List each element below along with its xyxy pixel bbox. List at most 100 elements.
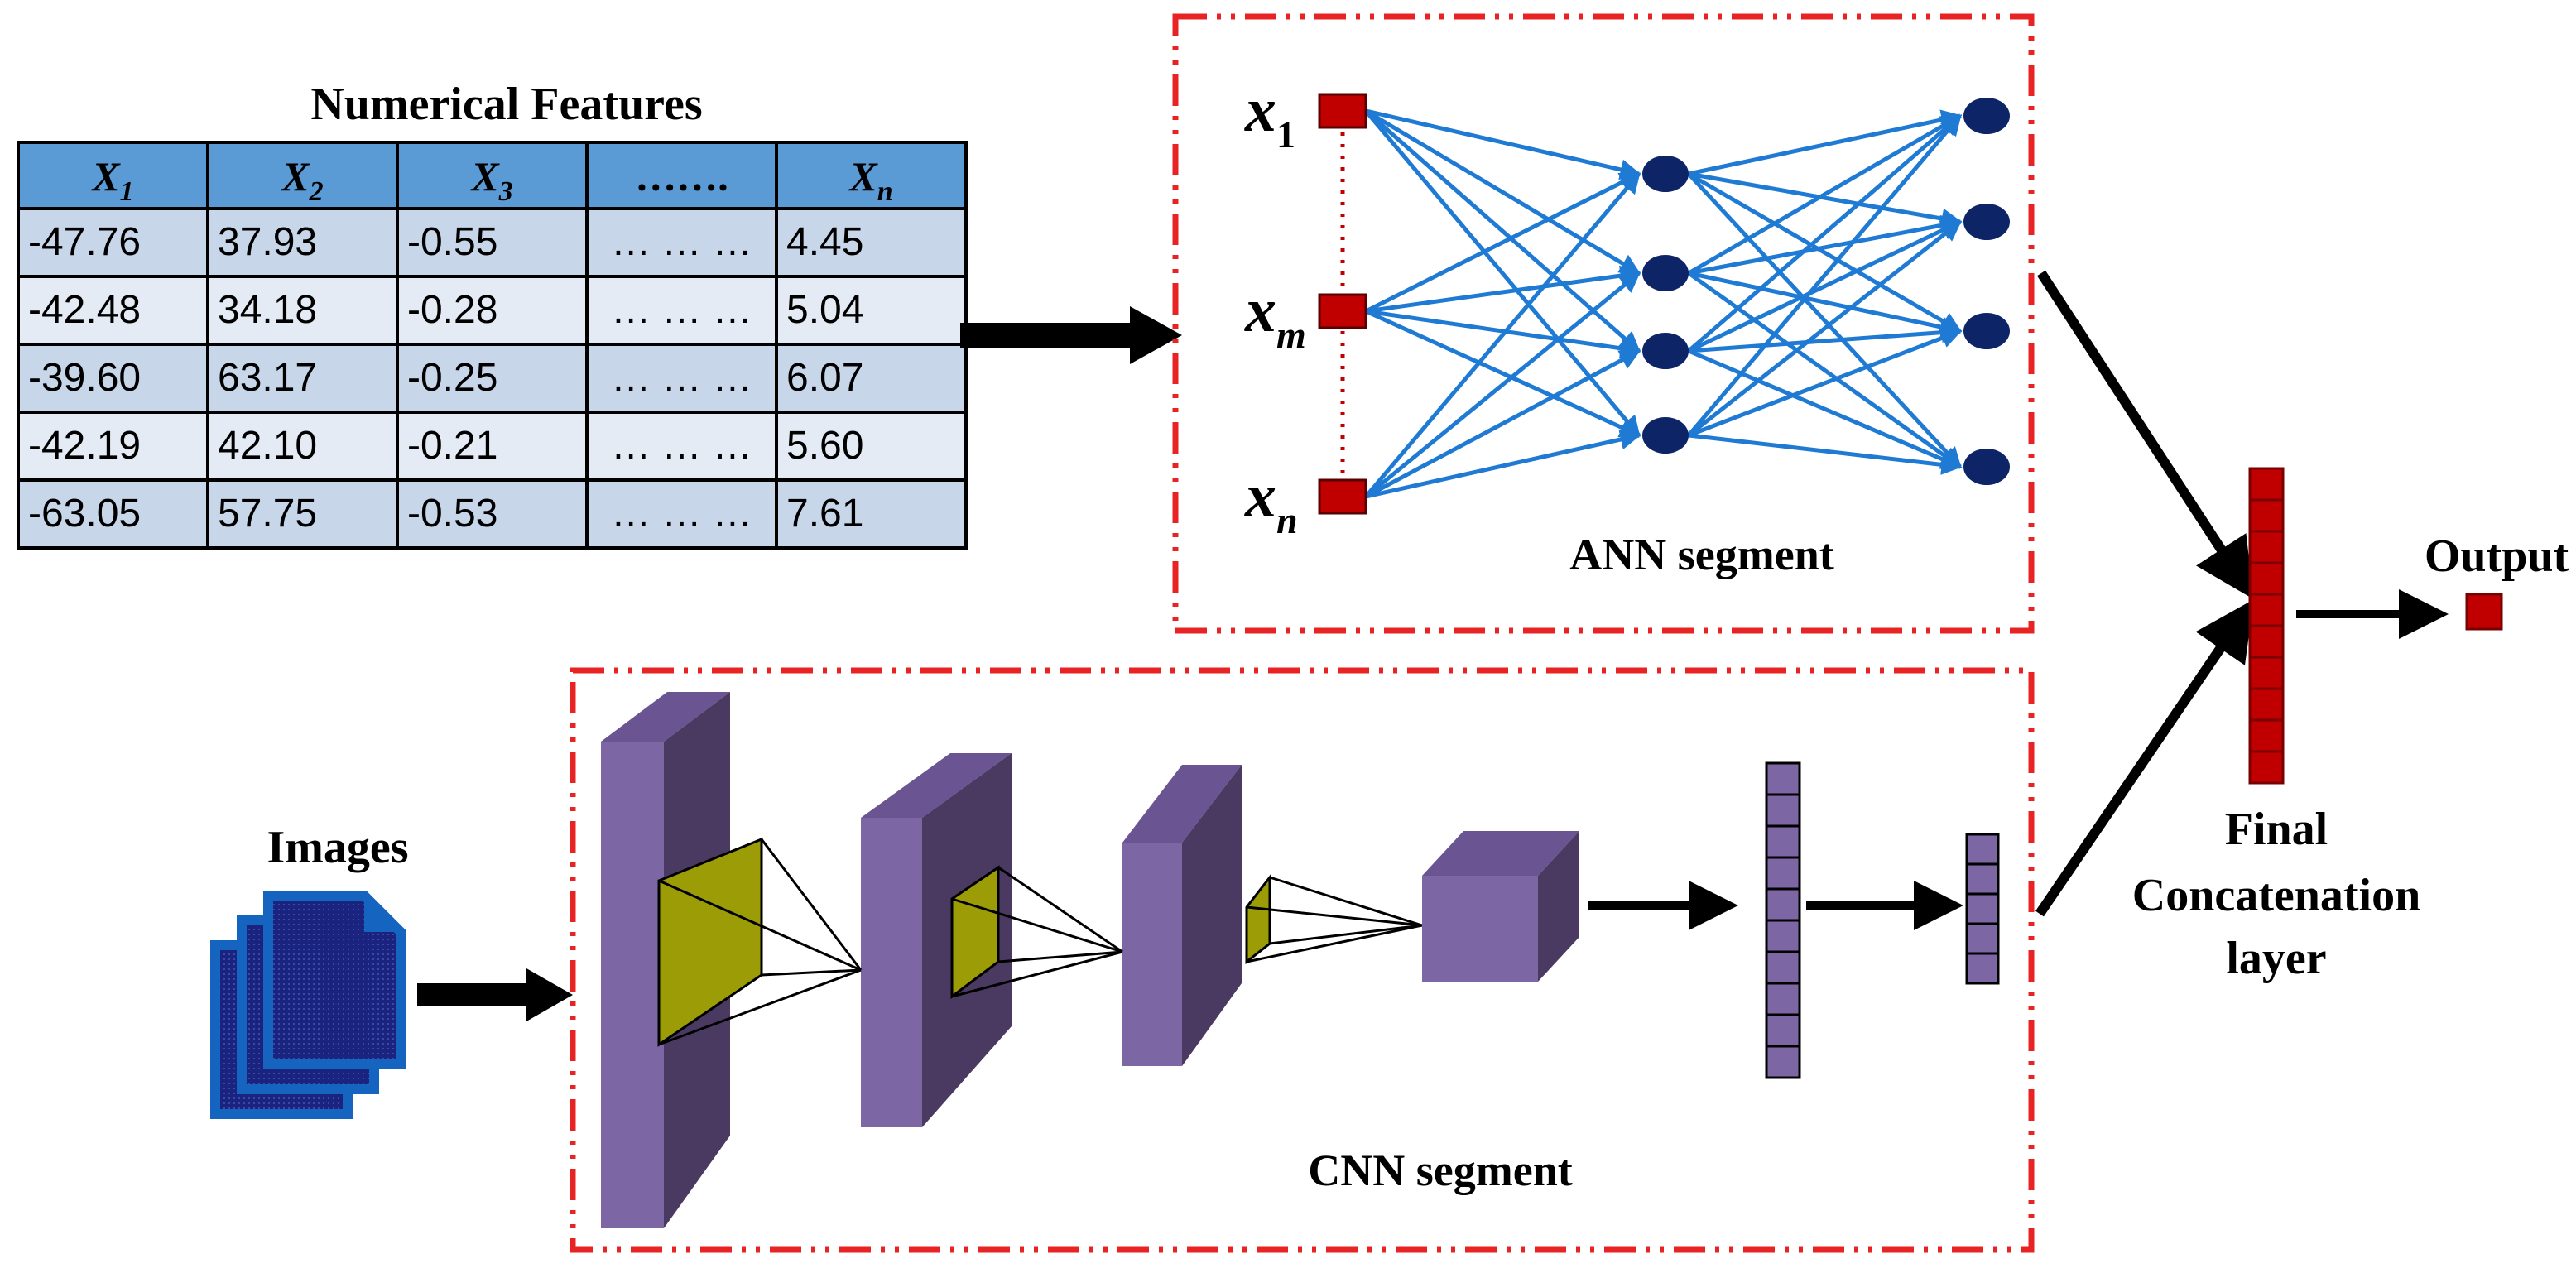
conv-layer-1 — [601, 692, 763, 1228]
table-cell — [585, 343, 778, 414]
ann-edge — [1364, 109, 1641, 437]
table-cell-value: 5.60 — [786, 424, 863, 468]
ann-edge — [1688, 271, 1963, 338]
ann-edge — [1687, 172, 1962, 468]
table-cell-value: -0.28 — [407, 288, 497, 332]
flatten-vector-cell — [1765, 856, 1801, 891]
table-cell-value: 57.75 — [218, 492, 317, 536]
table-header-label: X2 — [280, 153, 323, 207]
table-cell — [206, 207, 399, 278]
table-cell-value: 4.45 — [786, 220, 863, 264]
ann-segment-label: ANN segment — [1569, 530, 1833, 579]
flatten-vector-cell — [1765, 793, 1801, 828]
dense-vector-cell — [1965, 892, 2000, 925]
concat-vector-cell — [2248, 498, 2285, 533]
ann-edge — [1687, 114, 1962, 437]
conv-layer-2 — [861, 753, 1012, 1127]
table-cell-value: -0.55 — [407, 220, 497, 264]
ann-edge — [1687, 113, 1963, 276]
flatten-vector-cell — [1765, 887, 1801, 922]
concat-vector-cell — [2248, 718, 2285, 753]
table-cell-value: -0.25 — [407, 356, 497, 400]
table-cell — [17, 343, 209, 414]
table-cell — [396, 411, 589, 482]
ann-input-label: xn — [1244, 461, 1298, 541]
table-cell-value: … … … — [611, 492, 752, 536]
table-cell-value: … … … — [611, 424, 752, 468]
table-cell — [775, 207, 968, 278]
ann-output-node — [1963, 449, 2010, 485]
flatten-vector-cell — [1765, 982, 1801, 1016]
concat-vector-cell — [2248, 593, 2285, 627]
table-cell-value: -42.48 — [28, 288, 141, 332]
cnn-segment: CNN segment — [570, 667, 2035, 1253]
dense-vector-cell — [1965, 952, 2000, 985]
concat-vector-cell — [2248, 561, 2285, 596]
images-label: Images — [267, 822, 408, 873]
receptive-field-lines — [658, 838, 1423, 1046]
table-cell-value: 37.93 — [218, 220, 317, 264]
concat-vector-cell — [2248, 624, 2285, 659]
table-title: Numerical Features — [310, 79, 702, 130]
table-cell-value: 6.07 — [786, 356, 863, 400]
ann-hidden-node — [1642, 255, 1689, 291]
images-input: Images — [210, 822, 573, 1119]
table-cell — [206, 478, 399, 550]
ann-edge — [1688, 171, 1963, 229]
flatten-vector — [1765, 761, 1801, 1079]
ann-edge — [1688, 214, 1963, 276]
concat-label-line-3: layer — [2226, 933, 2326, 984]
table-cell — [206, 275, 399, 346]
table-cell — [775, 343, 968, 414]
cnn-segment-label: CNN segment — [1308, 1146, 1572, 1195]
table-cell — [775, 478, 968, 550]
ann-input-node — [1318, 293, 1367, 329]
table-cell-value: -0.21 — [407, 424, 497, 468]
concat-vector-cell — [2248, 530, 2285, 564]
table-cell-value: -39.60 — [28, 356, 141, 400]
cnn-to-concat-arrow — [2035, 599, 2254, 917]
table-cell-value: 5.04 — [786, 288, 863, 332]
concat-vector-cell — [2248, 750, 2285, 785]
final-concatenation-label: Final Concatenation layer — [2132, 804, 2420, 984]
flatten-vector-cell — [1765, 761, 1801, 796]
table-header-label: ……. — [635, 153, 728, 199]
table-cell — [396, 343, 589, 414]
ann-hidden-node — [1642, 156, 1689, 192]
ann-edge — [1365, 108, 1641, 180]
dense-vector-cell — [1965, 922, 2000, 955]
flatten-vector-cell — [1765, 950, 1801, 985]
output-label: Output — [2425, 531, 2569, 582]
flatten-vector-cell — [1765, 1045, 1801, 1079]
ann-output-node — [1963, 313, 2010, 349]
ann-input-node — [1318, 93, 1367, 129]
ann-edge — [1687, 114, 1962, 353]
table-cell-value: -0.53 — [407, 492, 497, 536]
concat-label-line-1: Final — [2225, 804, 2328, 855]
table-cell — [396, 207, 589, 278]
table-cell — [17, 478, 209, 550]
ann-input-label: xm — [1244, 276, 1306, 356]
ann-edge — [1364, 109, 1641, 353]
table-cell-value: -63.05 — [28, 492, 141, 536]
table-cell-value: … … … — [611, 356, 752, 400]
cnn-segment-boundary — [570, 667, 2035, 1253]
table-cell-value: 63.17 — [218, 356, 317, 400]
concat-label-line-2: Concatenation — [2132, 870, 2420, 921]
table-cell-value: … … … — [611, 288, 752, 332]
ann-edge — [1688, 328, 1963, 438]
ann-edge — [1688, 348, 1963, 469]
ann-input-node — [1318, 478, 1367, 515]
concat-vector-cell — [2248, 656, 2285, 690]
conv-layer-3 — [1122, 765, 1271, 1066]
ann-edge — [1687, 171, 1963, 334]
ann-edge — [1687, 220, 1962, 437]
ann-edge — [1365, 265, 1641, 314]
ann-edge — [1364, 309, 1641, 438]
flatten-vector-cell — [1765, 919, 1801, 953]
table-cell — [396, 275, 589, 346]
table-cell — [206, 411, 399, 482]
kernel-3 — [1245, 873, 1271, 965]
